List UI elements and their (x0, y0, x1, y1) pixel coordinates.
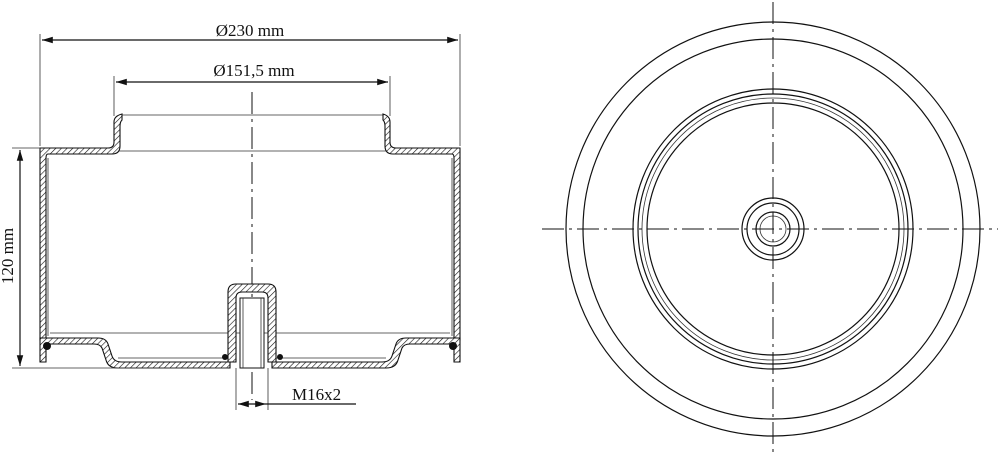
left-bead-seal (43, 342, 51, 350)
upper-wall-profile (39, 113, 123, 341)
thread-label: M16x2 (292, 385, 341, 404)
bottom-profile-left (39, 337, 231, 369)
left-stud-weld (222, 354, 228, 360)
stud-boss (227, 283, 277, 363)
right-bead-seal (449, 342, 457, 350)
thread-bore (239, 297, 265, 369)
upper-wall-profile-right (382, 113, 461, 341)
top-view (542, 2, 998, 454)
outer-diameter-label: Ø230 mm (216, 21, 284, 40)
inner-diameter-label: Ø151,5 mm (213, 61, 294, 80)
section-view: Ø230 mm Ø151,5 mm 120 mm M16x2 (0, 21, 461, 410)
right-stud-weld (277, 354, 283, 360)
bottom-profile-right (271, 337, 461, 369)
height-label: 120 mm (0, 228, 17, 284)
